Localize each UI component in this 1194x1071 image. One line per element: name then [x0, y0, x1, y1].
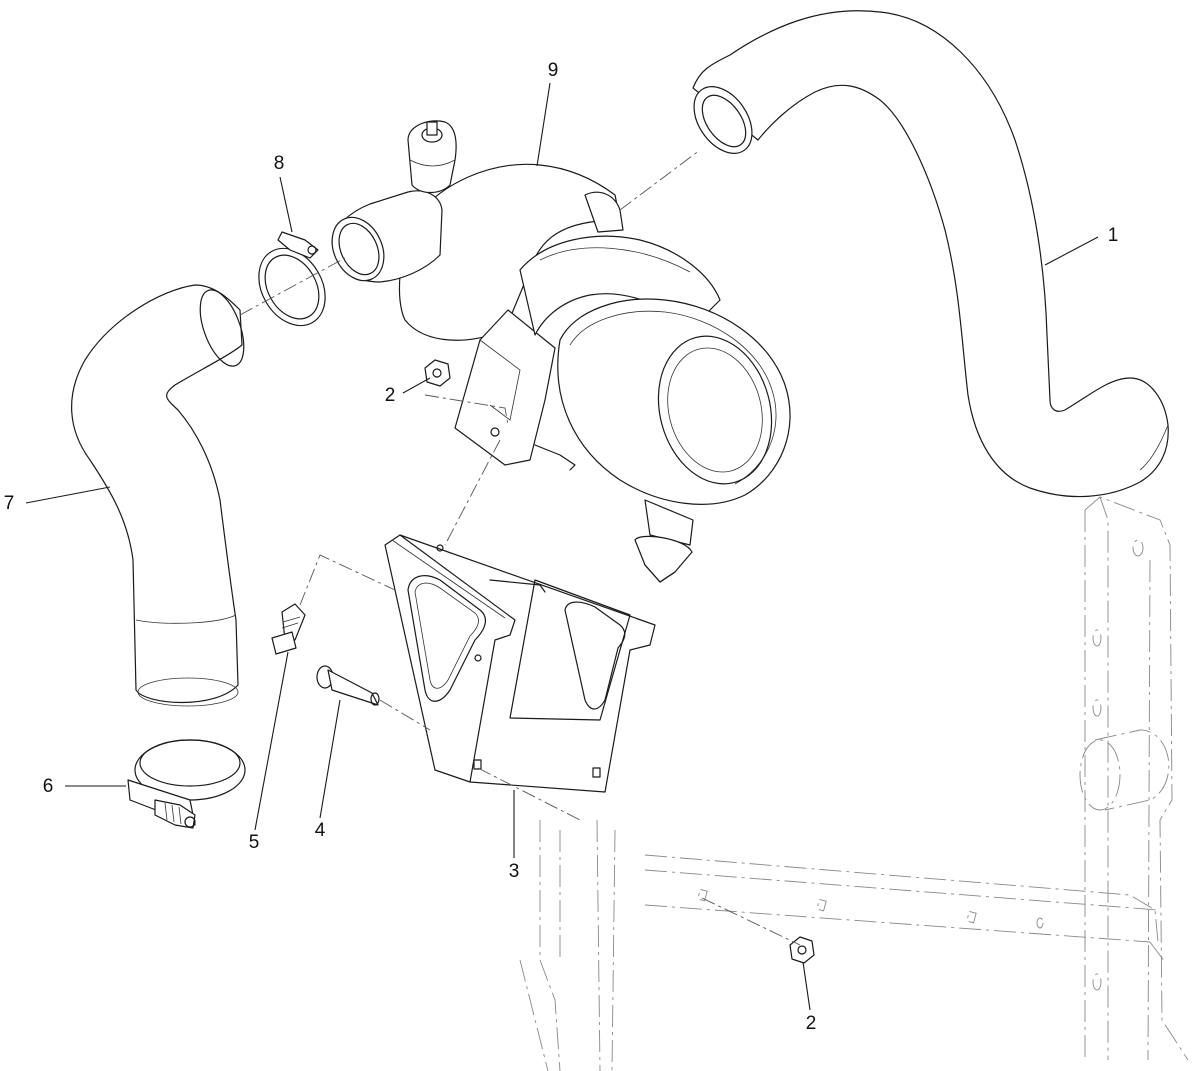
flange-nut-lower	[789, 936, 815, 964]
leader-lines	[25, 82, 1099, 1011]
frame-phantom	[519, 496, 1189, 1071]
assembly-centerlines	[239, 149, 801, 946]
bolt-long	[316, 665, 380, 706]
callout-4: 4	[315, 820, 326, 841]
callouts: 1 2 2 3 4 5 6 7 8 9	[4, 60, 1119, 1034]
mounting-bracket	[384, 534, 656, 793]
callout-2-upper: 2	[385, 385, 396, 406]
callout-2-lower: 2	[806, 1013, 817, 1034]
callout-1: 1	[1108, 225, 1119, 246]
hose-clamp-lower	[127, 739, 246, 829]
lower-elbow-hose	[71, 284, 245, 707]
callout-7: 7	[4, 493, 15, 514]
hose-clamp-upper	[258, 231, 326, 327]
callout-8: 8	[274, 153, 285, 174]
callout-3: 3	[509, 861, 520, 882]
bolt-small	[271, 603, 306, 655]
callout-9: 9	[548, 60, 559, 81]
air-cleaner-assembly	[331, 120, 791, 583]
flange-nut-upper	[424, 359, 451, 387]
callout-6: 6	[43, 776, 54, 797]
callout-5: 5	[249, 832, 260, 853]
upper-air-hose	[692, 10, 1169, 498]
